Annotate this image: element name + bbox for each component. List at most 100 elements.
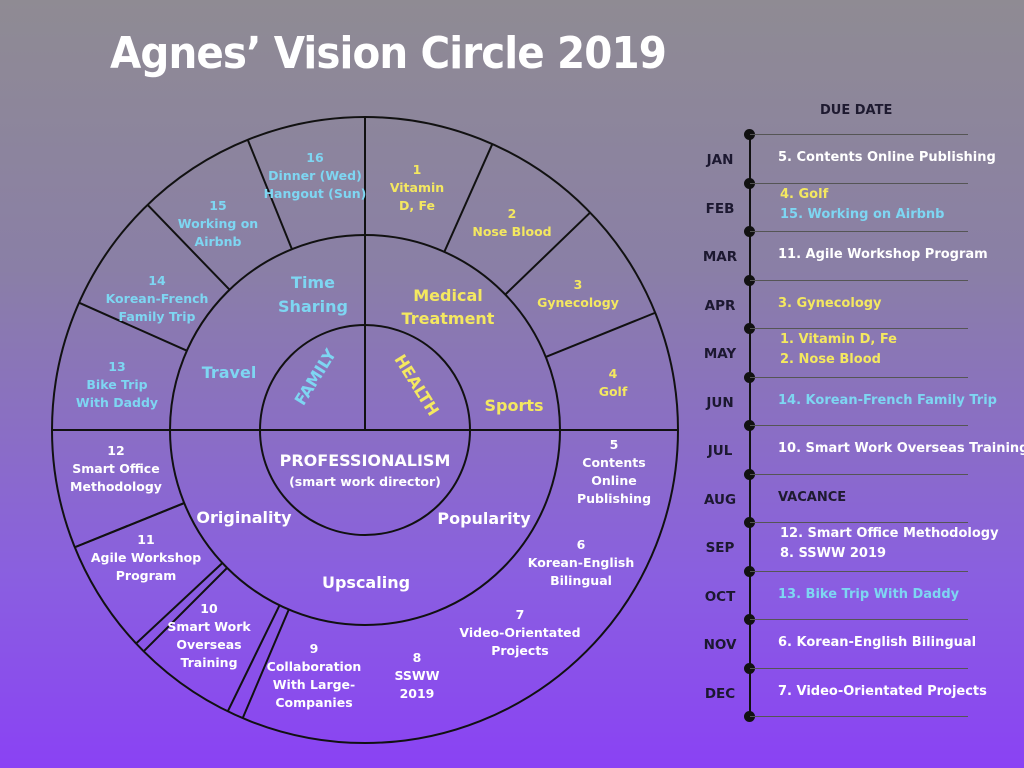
timeline-item: 1. Vitamin D, Fe [780,332,897,347]
goal-9-line: Companies [275,695,352,710]
goal-1-line: Vitamin [390,180,444,195]
goal-9-line: 9 [310,641,319,656]
goal-10-line: 10 [200,601,218,616]
goal-10-line: Overseas [176,637,241,652]
goal-12-line: Smart Office [72,461,159,476]
goal-16-line: Dinner (Wed) [268,168,362,183]
family-label: FAMILY [291,345,341,409]
timeline-dot [744,226,755,237]
timeline-row-line [750,425,968,426]
month-jan: JAN [706,152,734,168]
timeline-item: 2. Nose Blood [780,352,881,367]
month-nov: NOV [703,637,737,653]
category-popularity: Popularity [437,509,531,528]
month-aug: AUG [703,491,737,508]
goal-12-line: Methodology [70,479,162,494]
timeline-row-line [750,570,968,572]
goal-12-line: 12 [107,443,124,458]
timeline-item: 3. Gynecology [778,295,882,311]
goal-2-line: Nose Blood [472,224,551,239]
goal-7-line: Projects [491,643,549,658]
goal-4-line: Golf [599,384,628,399]
category-time-sharing-2: Sharing [278,297,348,316]
category-originality: Originality [196,508,292,527]
timeline-item: 4. Golf [780,186,829,202]
goal-14-line: Family Trip [119,309,196,324]
timeline-item: 7. Video-Orientated Projects [778,683,987,699]
timeline-row-line [750,376,968,378]
goal-7-line: 7 [516,607,525,622]
goal-11-line: 11 [137,532,154,547]
timeline-dot [744,420,755,431]
professionalism-sublabel: (smart work director) [289,474,441,489]
goal-1-line: 1 [413,162,422,177]
goal-13-line: Bike Trip [86,377,147,392]
goal-6-line: Korean-English [528,555,635,570]
category-time-sharing-1: Time [291,273,335,292]
goal-13-line: With Daddy [76,395,158,410]
timeline-item: 13. Bike Trip With Daddy [778,586,960,602]
category-medical-1: Medical [413,286,482,305]
timeline-dot [744,274,755,286]
timeline-dot [744,129,755,140]
goal-8-line: SSWW [394,668,439,683]
segment-spoke [504,211,591,296]
timeline-dot [744,517,755,528]
timeline-row-line [750,667,968,669]
category-travel: Travel [202,363,257,382]
goal-14-line: Korean-French [106,291,209,306]
professionalism-label: PROFESSIONALISM [280,451,451,470]
page-title: Agnes’ Vision Circle 2019 [110,28,667,79]
segment-spoke [241,609,290,719]
timeline-row-line [750,134,968,135]
segment-spoke [443,143,494,253]
goal-11-line: Agile Workshop [91,550,201,565]
goal-15-line: 15 [209,198,226,213]
timeline-item: 10. Smart Work Overseas Training [778,441,1024,456]
timeline-row-line [750,231,968,232]
timeline-item: 5. Contents Online Publishing [778,150,996,165]
goal-15-line: Working on [178,216,258,231]
vision-circle-diagram: FAMILY HEALTH PROFESSIONALISM (smart wor… [51,116,679,744]
timeline-item: 14. Korean-French Family Trip [778,392,997,408]
category-medical-2: Treatment [402,309,495,328]
goal-1-line: D, Fe [399,198,435,213]
month-sep: SEP [705,540,735,556]
timeline-dot [744,711,755,722]
due-date-header: DUE DATE [820,103,893,118]
health-label: HEALTH [390,351,442,419]
segment-spoke [226,604,281,712]
segment-spoke [146,204,231,291]
goal-14-line: 14 [148,273,166,288]
timeline-row-line [750,328,968,329]
segment-spoke [78,301,188,352]
timeline-dot [744,662,755,674]
goal-11-line: Program [116,568,177,583]
goal-6-line: 6 [577,537,586,552]
timeline-row-line [750,619,968,620]
timeline-dot [744,177,755,189]
goal-3-line: 3 [574,277,583,292]
segment-spokes [52,117,656,719]
goal-5-line: Publishing [577,491,651,506]
category-upscaling: Upscaling [322,573,410,592]
timeline-item: 11. Agile Workshop Program [778,247,988,262]
segment-spoke [142,567,228,653]
goal-16-line: 16 [306,150,324,165]
goal-7-line: Video-Orientated [459,625,580,640]
month-apr: APR [704,297,736,314]
segment-spoke [74,502,185,549]
timeline-row-line [750,522,968,523]
